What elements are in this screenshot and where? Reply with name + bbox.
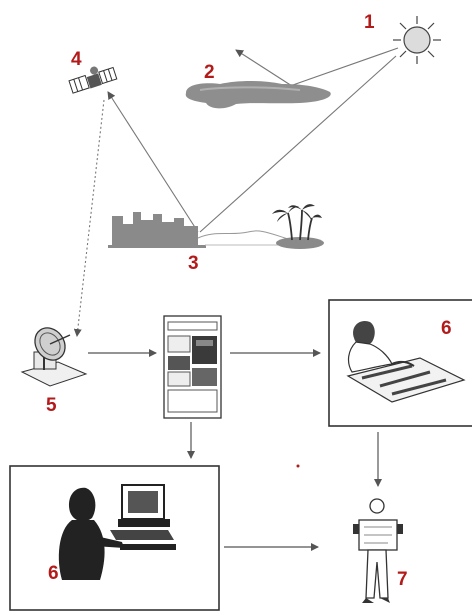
palm-island-icon xyxy=(272,204,324,249)
sun-icon xyxy=(393,16,441,64)
label-cloud-2: 2 xyxy=(204,63,215,82)
cloud-reflection-arrow xyxy=(236,50,292,86)
city-skyline-icon xyxy=(108,212,206,248)
red-dot-mark xyxy=(297,465,300,468)
label-computer-analyst-6: 6 xyxy=(48,564,59,583)
label-end-user-7: 7 xyxy=(397,570,408,589)
computer-analyst-panel xyxy=(10,466,219,610)
sun-to-cloud-ray xyxy=(290,48,398,86)
label-map-analyst-6: 6 xyxy=(441,319,452,338)
label-satellite-4: 4 xyxy=(71,50,82,69)
satellite-dish-icon xyxy=(22,322,86,386)
map-reader-icon xyxy=(353,499,403,603)
cloud-icon xyxy=(186,81,331,108)
computer-rack-icon xyxy=(164,316,221,418)
label-ground-3: 3 xyxy=(188,254,199,273)
satellite-downlink-dotted xyxy=(77,100,104,336)
label-sun-1: 1 xyxy=(364,13,375,32)
label-station-5: 5 xyxy=(46,396,57,415)
ground-to-satellite-ray xyxy=(108,92,198,232)
